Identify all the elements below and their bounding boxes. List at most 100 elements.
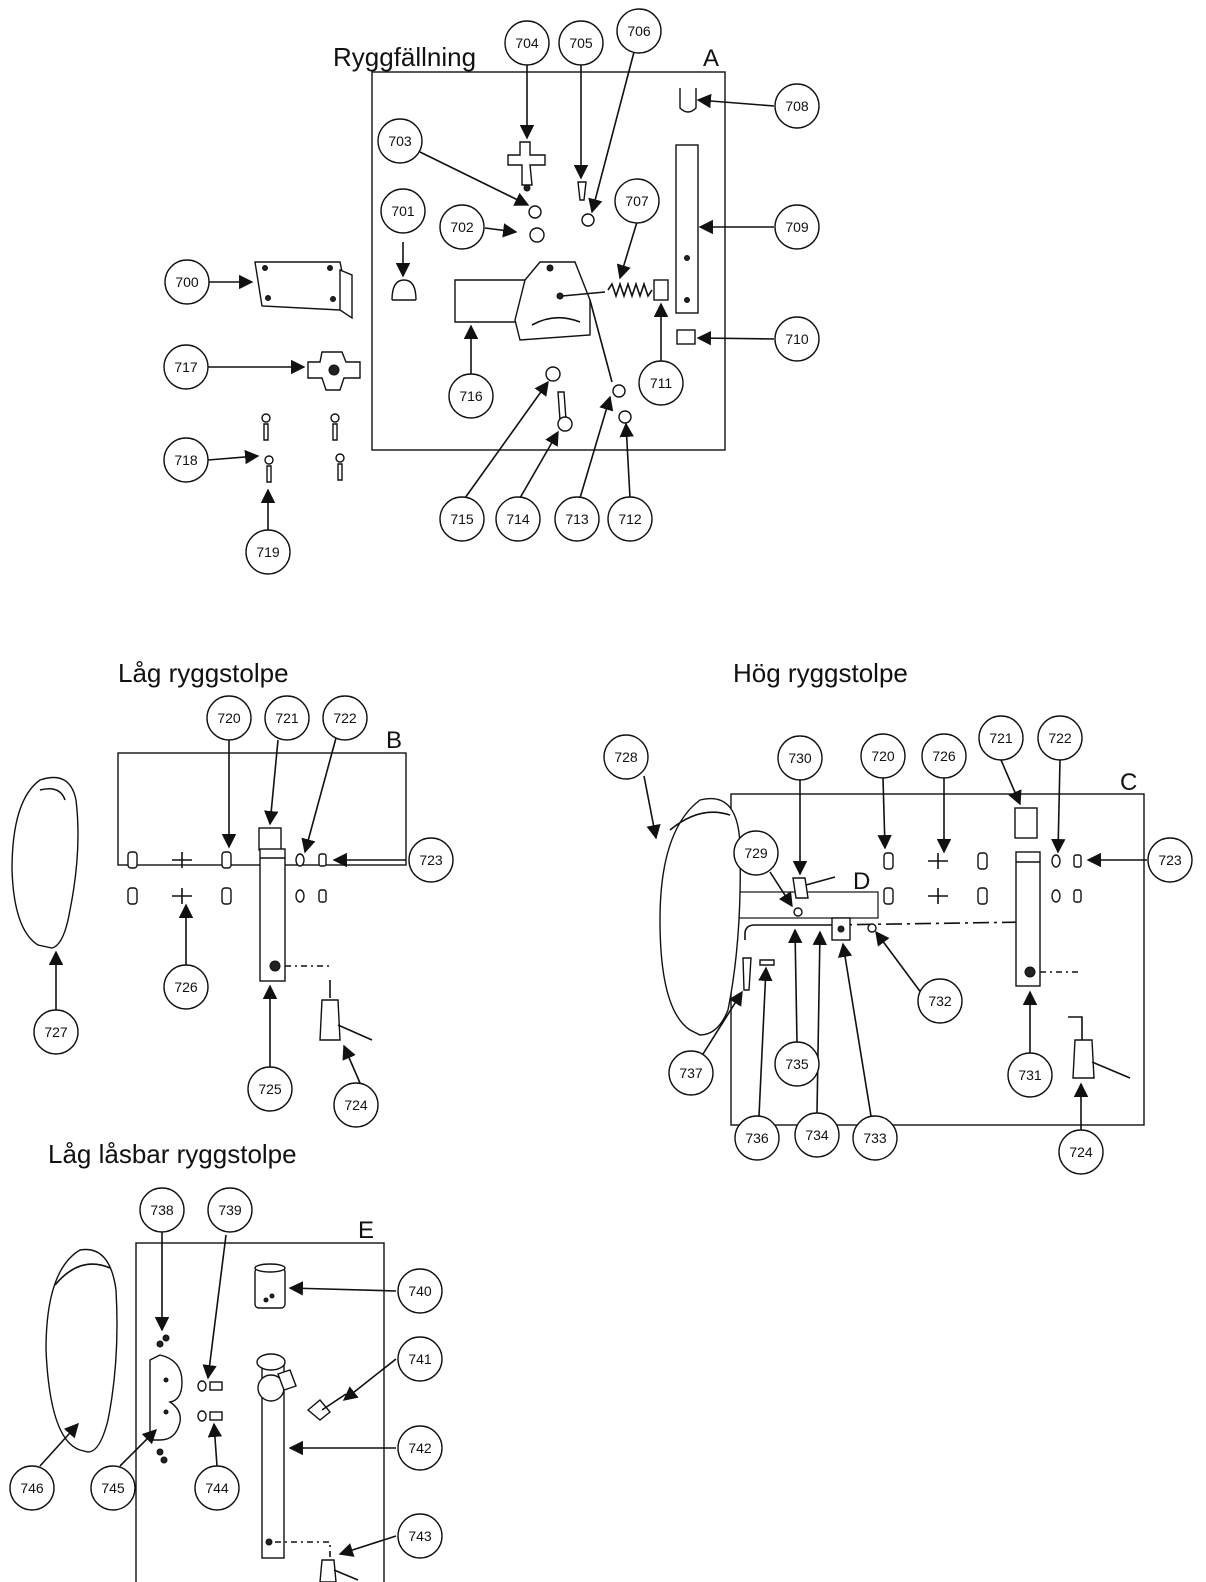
- svg-text:722: 722: [333, 710, 357, 726]
- part-702-washer: [529, 227, 545, 243]
- part-743-lever: [319, 1559, 359, 1582]
- part-714-pin: [557, 391, 573, 432]
- callout-714: 714: [495, 496, 541, 542]
- svg-text:734: 734: [805, 1127, 829, 1143]
- callout-h732: 732: [917, 978, 963, 1024]
- callout-h726: 726: [921, 733, 967, 779]
- callout-h736: 736: [734, 1115, 780, 1161]
- section-a-title: Ryggfällning: [333, 42, 476, 72]
- callout-h730: 730: [777, 735, 823, 781]
- section-d-letter: D: [853, 868, 870, 895]
- callout-h735: 735: [774, 1041, 820, 1087]
- callout-e746: 746: [9, 1465, 55, 1511]
- svg-text:707: 707: [625, 193, 649, 209]
- callout-h722: 722: [1037, 715, 1083, 761]
- callout-704: 704: [504, 20, 550, 66]
- part-704-knob: [507, 141, 546, 192]
- svg-text:740: 740: [408, 1283, 432, 1299]
- svg-text:741: 741: [408, 1351, 432, 1367]
- svg-text:720: 720: [217, 710, 241, 726]
- svg-text:723: 723: [1158, 852, 1182, 868]
- part-c-pads: [883, 852, 988, 905]
- callout-701: 701: [380, 188, 426, 234]
- part-729-washer: [793, 907, 803, 917]
- callout-e745: 745: [90, 1465, 136, 1511]
- callout-h737: 737: [668, 1050, 714, 1096]
- callout-713: 713: [554, 496, 600, 542]
- callout-b720: 720: [206, 695, 252, 741]
- svg-text:711: 711: [650, 375, 673, 391]
- svg-text:704: 704: [515, 35, 539, 51]
- part-707-spring: [607, 281, 653, 299]
- svg-text:722: 722: [1048, 730, 1072, 746]
- callout-703: 703: [377, 118, 423, 164]
- part-741-lever: [277, 1369, 347, 1421]
- callout-717: 717: [163, 344, 209, 390]
- section-a-letter: A: [703, 45, 719, 72]
- callout-719: 719: [245, 529, 291, 575]
- callout-b726: 726: [163, 964, 209, 1010]
- part-h721-cap: [1014, 807, 1038, 839]
- svg-text:700: 700: [175, 274, 199, 290]
- part-h726-bolts: [928, 853, 948, 904]
- svg-text:701: 701: [391, 203, 415, 219]
- callout-715: 715: [439, 496, 485, 542]
- part-701-clip: [391, 279, 417, 301]
- svg-text:743: 743: [408, 1528, 432, 1544]
- callout-e742: 742: [397, 1425, 443, 1471]
- part-739-744-bolts: [197, 1380, 223, 1422]
- svg-text:713: 713: [565, 511, 589, 527]
- part-722-723-nuts: [295, 853, 327, 903]
- callout-710: 710: [774, 316, 820, 362]
- part-733-block: [831, 917, 851, 941]
- svg-text:715: 715: [450, 511, 474, 527]
- callout-700: 700: [164, 259, 210, 305]
- svg-text:703: 703: [388, 133, 412, 149]
- callout-e739: 739: [207, 1187, 253, 1233]
- section-a: Ryggfällning A: [163, 8, 820, 575]
- svg-text:744: 744: [205, 1480, 229, 1496]
- section-e-letter: E: [358, 1217, 374, 1244]
- part-711-cap: [653, 279, 669, 301]
- section-e-title: Låg låsbar ryggstolpe: [48, 1139, 297, 1169]
- part-717-knob: [307, 351, 361, 391]
- svg-text:726: 726: [932, 748, 956, 764]
- section-c: Hög ryggstolpe C D: [603, 658, 1193, 1175]
- svg-text:742: 742: [408, 1440, 432, 1456]
- part-746-headrest: [45, 1248, 118, 1453]
- section-c-leaders: [643, 759, 1147, 1130]
- svg-text:712: 712: [618, 511, 642, 527]
- callout-e738: 738: [139, 1187, 185, 1233]
- part-735-rod: [744, 924, 828, 940]
- callout-b721: 721: [264, 695, 310, 741]
- callout-e741: 741: [397, 1336, 443, 1382]
- part-h722-h723-nuts: [1051, 854, 1082, 903]
- part-737-lever: [742, 957, 752, 991]
- part-705-screw: [577, 181, 587, 201]
- svg-text:708: 708: [785, 98, 809, 114]
- part-718-719-screws: [261, 413, 345, 483]
- section-c-letter: C: [1120, 769, 1137, 796]
- section-b-letter: B: [386, 727, 402, 754]
- svg-text:739: 739: [218, 1202, 242, 1218]
- svg-text:745: 745: [101, 1480, 125, 1496]
- svg-text:728: 728: [614, 749, 638, 765]
- svg-text:727: 727: [44, 1024, 68, 1040]
- part-706-nut: [581, 213, 595, 227]
- section-b: Låg ryggstolpe B: [11, 658, 454, 1128]
- part-738-screws: [156, 1334, 170, 1464]
- callout-705: 705: [558, 20, 604, 66]
- part-703-washer: [528, 205, 542, 219]
- callout-712: 712: [607, 496, 653, 542]
- svg-text:738: 738: [150, 1202, 174, 1218]
- part-721-cap: [258, 827, 282, 851]
- part-725-post: [259, 848, 330, 982]
- svg-text:706: 706: [627, 23, 651, 39]
- part-727-headrest: [11, 776, 79, 949]
- svg-text:725: 725: [258, 1081, 282, 1097]
- svg-text:709: 709: [785, 219, 809, 235]
- svg-text:733: 733: [863, 1130, 887, 1146]
- svg-text:710: 710: [785, 331, 809, 347]
- svg-text:720: 720: [871, 748, 895, 764]
- part-712-nut: [618, 410, 632, 424]
